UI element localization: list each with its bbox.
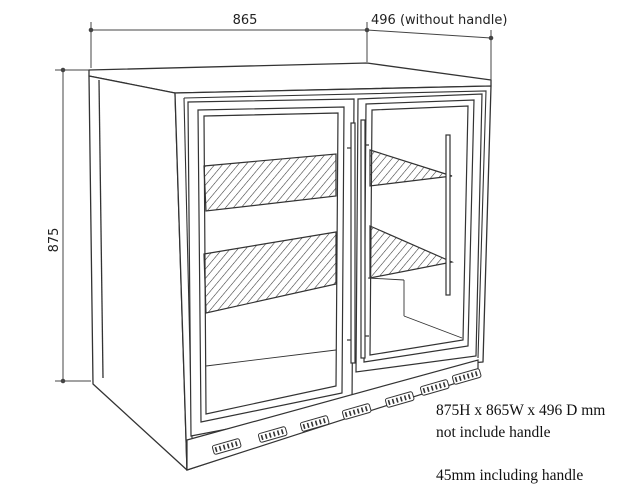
vent-slot <box>434 384 438 390</box>
vent-slot <box>360 407 364 413</box>
vent-slot <box>344 411 348 418</box>
width-label: 865 <box>233 13 258 28</box>
vent-slot <box>387 399 391 406</box>
width-dimension-line <box>88 22 370 68</box>
vent-slot <box>462 374 466 380</box>
vent-slot <box>280 429 284 435</box>
vent-slot <box>310 421 314 427</box>
vent-slot <box>474 371 478 377</box>
vent-slot <box>302 423 306 430</box>
vent-slot <box>395 397 399 403</box>
height-label: 875 <box>47 228 62 253</box>
depth-dimension-line <box>366 29 494 82</box>
vent-slot <box>454 376 458 383</box>
vent-slot <box>356 408 360 414</box>
vent-group <box>299 415 330 432</box>
vent-group <box>257 426 288 443</box>
vent-group <box>384 391 415 408</box>
vent-slot <box>438 383 442 389</box>
left-door <box>187 98 355 437</box>
vent-slot <box>352 409 356 415</box>
vent-group <box>419 379 450 396</box>
vent-slot <box>422 387 426 394</box>
door-handle-left <box>347 122 356 364</box>
right-door <box>355 93 483 373</box>
vent-slot <box>214 446 218 453</box>
vent-slot <box>306 422 310 428</box>
vent-group <box>451 368 482 385</box>
depth-label: 496 (without handle) <box>371 13 507 28</box>
height-dimension-line <box>55 67 91 384</box>
vent-slot <box>276 430 280 436</box>
vent-slot <box>268 432 272 438</box>
spec-handle-note: not include handle <box>436 424 551 441</box>
vent-slot <box>458 375 462 381</box>
vent-slot <box>426 386 430 392</box>
vent-slot <box>442 382 446 388</box>
vent-slot <box>314 420 318 426</box>
vent-slot <box>470 372 474 378</box>
vent-slot <box>322 418 326 424</box>
vent-slot <box>264 433 268 439</box>
vent-slot <box>222 444 226 450</box>
vent-slot <box>364 406 368 412</box>
vent-slot <box>403 395 407 401</box>
vent-group <box>341 403 372 420</box>
vent-slot <box>399 396 403 402</box>
vent-slot <box>391 398 395 404</box>
vent-slot <box>260 434 264 441</box>
spec-dimensions: 875H x 865W x 496 D mm <box>436 402 606 419</box>
vent-slot <box>318 419 322 425</box>
door-handle-right <box>360 119 451 359</box>
vent-group <box>211 438 242 455</box>
vent-slot <box>466 373 470 379</box>
vent-slot <box>407 394 411 400</box>
vent-slot <box>226 443 230 449</box>
vent-slot <box>234 441 238 447</box>
vent-slot <box>218 445 222 451</box>
spec-handle-depth: 45mm including handle <box>436 467 584 484</box>
ventilation-grille <box>211 368 482 455</box>
vent-slot <box>230 442 234 448</box>
vent-slot <box>348 410 352 416</box>
vent-slot <box>272 431 276 437</box>
vent-slot <box>430 385 434 391</box>
